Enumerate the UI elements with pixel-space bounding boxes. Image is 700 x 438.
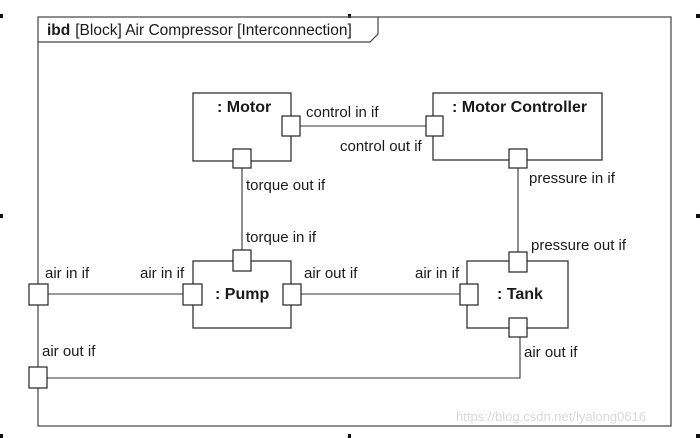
label-tank-air-out: air out if: [524, 344, 578, 361]
port-motor-control-in[interactable]: [281, 115, 301, 137]
port-controller-pressure-in[interactable]: [508, 148, 528, 169]
label-controller-control-out: control out if: [340, 138, 423, 155]
port-tank-air-in[interactable]: [459, 283, 479, 306]
label-tank-pressure-out: pressure out if: [531, 237, 627, 254]
port-tank-air-out[interactable]: [508, 317, 528, 338]
frame-keyword: ibd: [47, 22, 70, 39]
handle-bottom-mid: [348, 434, 351, 438]
connector-air-out: [47, 335, 521, 379]
handle-top-right: [696, 14, 700, 18]
block-pump-name: : Pump: [215, 286, 269, 303]
label-motor-control-in: control in if: [306, 104, 379, 121]
handle-mid-right: [696, 214, 700, 218]
frame-title-tab: [38, 17, 379, 43]
port-boundary-air-out[interactable]: [28, 366, 48, 389]
port-pump-air-out[interactable]: [282, 283, 302, 306]
block-motor-name: : Motor: [217, 99, 271, 116]
handle-top-mid: [348, 14, 351, 18]
ports: [28, 115, 528, 389]
port-motor-torque-out[interactable]: [232, 148, 252, 169]
block-tank[interactable]: : Tank: [466, 260, 569, 329]
port-tank-pressure-out[interactable]: [508, 251, 528, 273]
label-boundary-air-out: air out if: [42, 343, 96, 360]
label-pump-torque-in: torque in if: [246, 229, 317, 246]
handle-bottom-right: [696, 434, 700, 438]
label-boundary-air-in: air in if: [45, 265, 90, 282]
block-tank-name: : Tank: [497, 286, 543, 303]
block-motor-controller-name: : Motor Controller: [452, 99, 587, 116]
connectors: [47, 125, 521, 379]
watermark: https://blog.csdn.net/lyalong0616: [456, 409, 646, 424]
port-pump-torque-in[interactable]: [232, 249, 252, 272]
port-controller-control-out[interactable]: [425, 115, 444, 137]
frame-title: ibd [Block] Air Compressor [Interconnecti…: [47, 22, 352, 39]
block-motor-controller[interactable]: : Motor Controller: [432, 92, 603, 161]
selection-handles: [0, 14, 700, 438]
handle-bottom-left: [0, 434, 3, 438]
port-pump-air-in[interactable]: [182, 283, 203, 306]
port-boundary-air-in[interactable]: [28, 283, 49, 306]
diagram-frame: [37, 16, 672, 427]
label-controller-pressure-in: pressure in if: [529, 170, 616, 187]
label-pump-air-out: air out if: [304, 265, 358, 282]
label-tank-air-in: air in if: [415, 265, 460, 282]
handle-top-left: [0, 14, 3, 18]
handle-mid-left: [0, 214, 3, 218]
label-motor-torque-out: torque out if: [246, 177, 326, 194]
label-pump-air-in: air in if: [140, 265, 185, 282]
frame-title-text: [Block] Air Compressor [Interconnection]: [75, 22, 352, 39]
port-labels: control in if torque out if control out …: [42, 104, 627, 361]
